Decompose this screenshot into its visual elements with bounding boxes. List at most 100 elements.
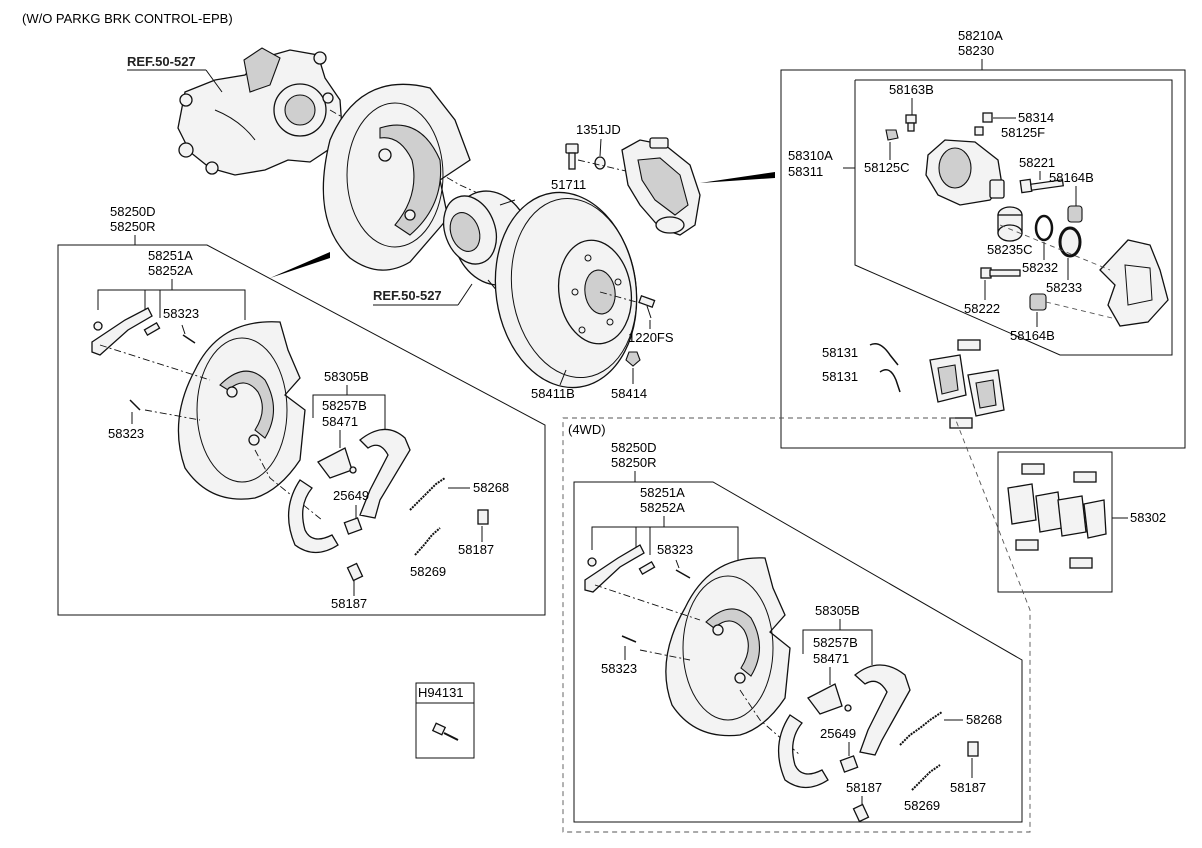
fourwd-spring-58269: [911, 764, 941, 791]
caliper-group-box: [780, 69, 1186, 449]
fourwd-spring-58268: [899, 711, 943, 746]
label-58131-b: 58131: [822, 369, 858, 384]
washer-1351jd: [594, 156, 606, 170]
label-58232: 58232: [1022, 260, 1058, 275]
left-shoe-upper: [359, 428, 411, 519]
left-group-box: [57, 244, 546, 616]
left-clip-58187-a: [477, 509, 489, 525]
left-lever: [91, 307, 161, 356]
left-label-58187-b: 58187: [331, 596, 367, 611]
left-sub-b: 58252A: [148, 263, 193, 278]
bolt-51711: [565, 143, 579, 170]
bolt-1220fs: [638, 294, 656, 319]
fourwd-label-58187-b: 58187: [846, 780, 882, 795]
left-sub-a: 58251A: [148, 248, 193, 263]
cap-58125c: [885, 129, 899, 141]
bolt-h94131: [431, 722, 459, 741]
fourwd-label-58268: 58268: [966, 712, 1002, 727]
left-label-58323-b: 58323: [108, 426, 144, 441]
label-58164b-bottom: 58164B: [1010, 328, 1055, 343]
caliper-title-b: 58230: [958, 43, 994, 58]
ref-top: REF.50-527: [127, 54, 196, 69]
label-51711: 51711: [551, 177, 586, 192]
caliper-sub-a: 58310A: [788, 148, 833, 163]
label-58164b-top: 58164B: [1049, 170, 1094, 185]
fourwd-adjuster-25649: [839, 755, 859, 773]
fourwd-backing-plate: [665, 557, 791, 737]
left-shoe-lower: [287, 479, 339, 554]
fourwd-label-58323-a: 58323: [657, 542, 693, 557]
left-label-58257b: 58257B: [322, 398, 367, 413]
fourwd-label-58471: 58471: [813, 651, 849, 666]
boot-58164b-bottom: [1029, 293, 1047, 311]
label-58222: 58222: [964, 301, 1000, 316]
brake-pads: [929, 339, 1005, 429]
fourwd-label-58323-b: 58323: [601, 661, 637, 676]
bolt-box: [415, 682, 475, 759]
knuckle-part: [177, 47, 343, 176]
left-label-58269: 58269: [410, 564, 446, 579]
fourwd-lever: [584, 544, 656, 593]
pad-kit-box: [997, 451, 1113, 593]
label-58314: 58314: [1018, 110, 1054, 125]
pad-kit-contents: [1007, 463, 1107, 569]
label-h94131: H94131: [418, 685, 464, 700]
left-clip-58187-b: [346, 562, 364, 582]
spring-58131-a: [869, 343, 899, 366]
left-label-58187-a: 58187: [458, 542, 494, 557]
fourwd-tag: (4WD): [568, 422, 606, 437]
guide-pin-58221: [1019, 178, 1064, 194]
fourwd-label-58257b: 58257B: [813, 635, 858, 650]
label-58235c: 58235C: [987, 242, 1033, 257]
fourwd-clip-58187-a: [967, 741, 979, 757]
left-park-lever: [317, 447, 357, 479]
fourwd-shoe-lower: [777, 714, 829, 789]
label-58221: 58221: [1019, 155, 1055, 170]
fourwd-label-58187-a: 58187: [950, 780, 986, 795]
fourwd-clip-58187-b: [852, 803, 870, 823]
caliper-body: [925, 139, 1005, 206]
caliper-assembly: [621, 137, 701, 236]
left-spring-58269: [414, 527, 441, 556]
fourwd-label-25649: 25649: [820, 726, 856, 741]
left-label-58323-a: 58323: [163, 306, 199, 321]
fourwd-label-58269: 58269: [904, 798, 940, 813]
caliper-carrier: [1099, 239, 1169, 327]
brake-rotor: [494, 191, 638, 389]
fourwd-title-a: 58250D: [611, 440, 657, 455]
caliper-sub-b: 58311: [788, 164, 823, 179]
pointer-wedge-right: [700, 172, 775, 183]
fourwd-sub-a: 58251A: [640, 485, 685, 500]
fourwd-dashed-box: [562, 417, 1031, 833]
left-label-58471: 58471: [322, 414, 358, 429]
label-1220fs: 1220FS: [628, 330, 674, 345]
diagram-title: (W/O PARKG BRK CONTROL-EPB): [22, 11, 233, 26]
fourwd-shoe-upper: [853, 664, 911, 756]
seal-58232: [1034, 214, 1054, 242]
boot-58164b-top: [1067, 205, 1083, 223]
left-spring-58268: [409, 477, 446, 511]
label-58131-a: 58131: [822, 345, 858, 360]
nut-58414: [625, 351, 641, 367]
label-58414: 58414: [611, 386, 647, 401]
fourwd-group-box: [573, 481, 1023, 823]
piston-58235c: [997, 206, 1023, 242]
fourwd-title-b: 58250R: [611, 455, 657, 470]
left-label-58305b: 58305B: [324, 369, 369, 384]
boot-58233: [1058, 226, 1082, 258]
label-58233: 58233: [1046, 280, 1082, 295]
left-title-a: 58250D: [110, 204, 156, 219]
label-58411b: 58411B: [531, 386, 575, 401]
cap-58314: [974, 112, 993, 136]
spring-58131-b: [879, 369, 901, 393]
left-adjuster-25649: [343, 517, 363, 535]
fourwd-label-58305b: 58305B: [815, 603, 860, 618]
label-58125c: 58125C: [864, 160, 910, 175]
guide-pin-58222: [980, 267, 1021, 279]
label-58125f: 58125F: [1001, 125, 1045, 140]
ref-mid: REF.50-527: [373, 288, 442, 303]
label-1351jd: 1351JD: [576, 122, 621, 137]
fourwd-sub-b: 58252A: [640, 500, 685, 515]
pointer-wedge-left: [270, 252, 330, 278]
